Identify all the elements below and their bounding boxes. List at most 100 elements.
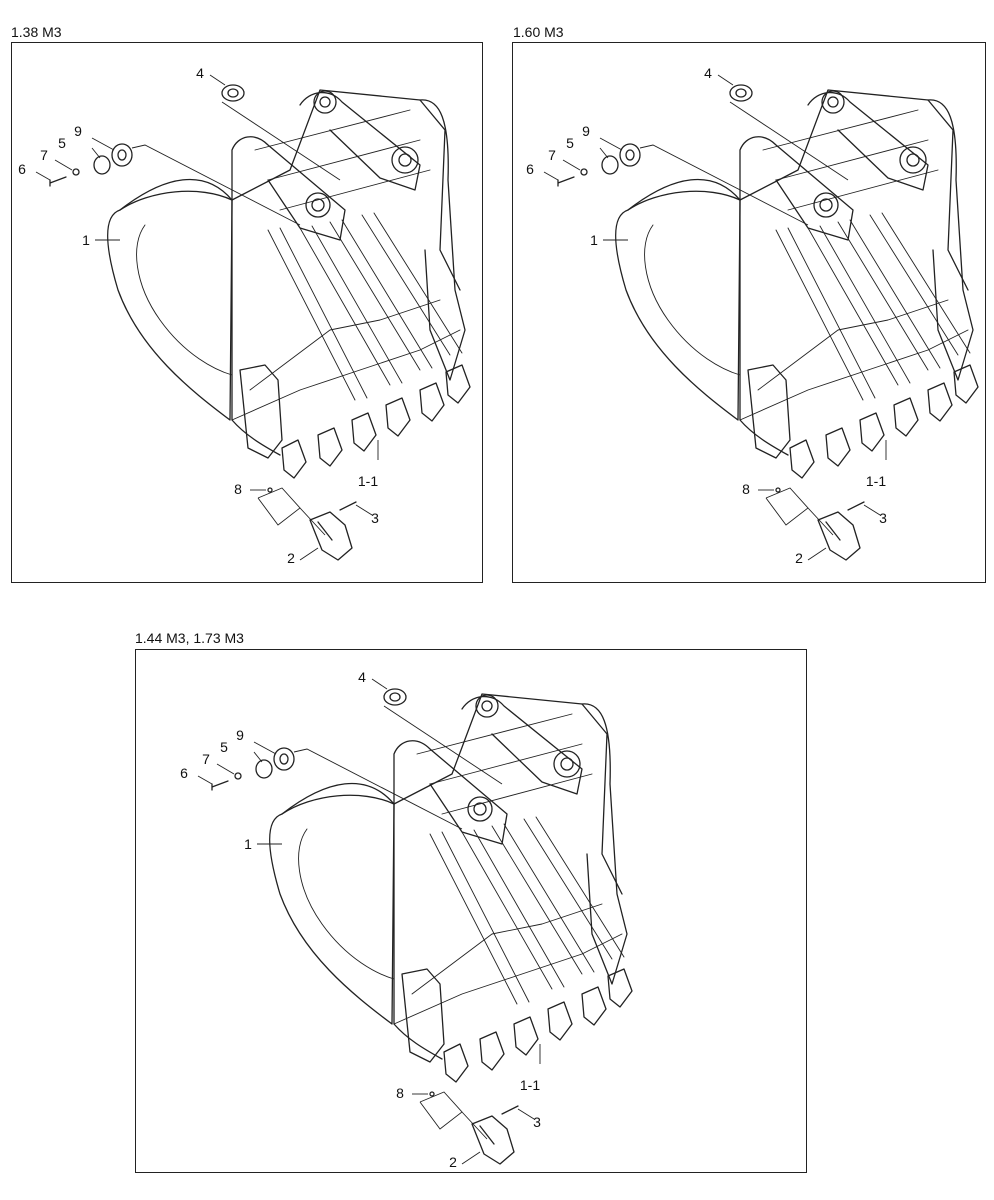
bucket-side-plate: [107, 190, 233, 421]
bucket-top-edge: [119, 89, 461, 291]
leader-line: [599, 137, 623, 151]
diagram-panel-2: [512, 42, 986, 583]
tooth-5: [581, 986, 607, 1026]
panel-title-3: 1.44 M3, 1.73 M3: [135, 630, 244, 646]
lock-washer-7: [234, 772, 242, 780]
assembly-line-9: [639, 144, 809, 226]
tooth-1: [443, 1043, 469, 1083]
mounting-bracket-left: [739, 136, 854, 241]
panel-title-1: 1.38 M3: [11, 24, 62, 40]
tooth-2: [479, 1031, 505, 1071]
washer-shim-4: [221, 84, 245, 102]
callout-2: 2: [287, 550, 295, 566]
leader-line: [209, 74, 226, 86]
callout-9: 9: [582, 123, 590, 139]
leader-line: [807, 547, 827, 561]
rear-side-plate: [419, 99, 466, 381]
bucket-side-plate: [615, 190, 741, 421]
tooth-2-exploded: [817, 511, 861, 561]
wear-strip-3: [491, 823, 595, 975]
lock-8: [775, 487, 781, 493]
leader-line: [91, 137, 115, 151]
pin-3: [501, 1105, 519, 1115]
washer-shim-4: [383, 688, 407, 706]
callout-1-1: 1-1: [358, 473, 378, 489]
top-cross-member: [416, 713, 593, 815]
side-plate-inner-edge: [136, 224, 233, 376]
callout-6: 6: [180, 765, 188, 781]
nut-9: [273, 747, 295, 771]
bucket-inner-floor: [757, 299, 949, 391]
diagram-panel-3: [135, 649, 807, 1173]
callout-1: 1: [244, 836, 252, 852]
tooth-6: [445, 364, 471, 404]
leader-line: [562, 159, 581, 171]
pin-3: [847, 501, 865, 511]
wear-strip-3: [329, 219, 433, 371]
tooth-4: [893, 397, 919, 437]
bucket-floor: [739, 329, 969, 421]
callout-2: 2: [795, 550, 803, 566]
tooth-2: [825, 427, 851, 467]
wear-strip-1: [267, 227, 368, 401]
tooth-1: [789, 439, 815, 479]
callout-6: 6: [526, 161, 534, 177]
callout-6: 6: [18, 161, 26, 177]
panel-title-2: 1.60 M3: [513, 24, 564, 40]
leader-line: [863, 504, 881, 516]
washer-shim-4: [729, 84, 753, 102]
assembly-line-4: [221, 101, 341, 181]
callout-5: 5: [58, 135, 66, 151]
bucket-side-plate: [269, 794, 395, 1025]
tooth-3: [351, 412, 377, 452]
callout-4: 4: [196, 65, 204, 81]
assembly-line-teeth: [257, 487, 326, 536]
leader-line: [517, 1108, 535, 1120]
callout-9: 9: [236, 727, 244, 743]
tooth-3: [859, 412, 885, 452]
assembly-line-teeth: [419, 1091, 488, 1140]
callout-7: 7: [548, 147, 556, 163]
bucket-top-edge: [627, 89, 969, 291]
wear-strip-2: [461, 829, 565, 990]
wear-strip-1: [429, 831, 530, 1005]
tooth-3: [513, 1016, 539, 1056]
leader-line: [253, 751, 263, 763]
rear-side-plate: [581, 703, 628, 985]
side-cutter: [747, 364, 791, 459]
leader-line: [54, 159, 73, 171]
leader-line: [35, 171, 51, 181]
assembly-line-teeth: [765, 487, 834, 536]
leader-line: [253, 741, 277, 755]
washer-5: [93, 155, 111, 175]
callout-4: 4: [704, 65, 712, 81]
leader-line: [461, 1151, 481, 1165]
wear-strip-2: [299, 225, 403, 386]
wear-strip-4: [523, 816, 625, 960]
callout-1: 1: [590, 232, 598, 248]
washer-5: [255, 759, 273, 779]
callout-1-1: 1-1: [866, 473, 886, 489]
lock-8: [267, 487, 273, 493]
leader-line: [355, 504, 373, 516]
mounting-bracket-right: [461, 695, 583, 795]
nut-9: [619, 143, 641, 167]
side-cutter: [239, 364, 283, 459]
tooth-2: [317, 427, 343, 467]
mounting-bracket-left: [231, 136, 346, 241]
tooth-6: [607, 968, 633, 1008]
pin-boss-front: [467, 796, 493, 822]
tooth-4: [547, 1001, 573, 1041]
tooth-2-exploded: [309, 511, 353, 561]
wear-strip-1: [775, 227, 876, 401]
nut-9: [111, 143, 133, 167]
pin-boss-rear: [391, 146, 419, 174]
leader-line: [91, 147, 101, 159]
bucket-floor: [393, 933, 623, 1025]
bolt-6: [211, 780, 229, 791]
callout-1: 1: [82, 232, 90, 248]
